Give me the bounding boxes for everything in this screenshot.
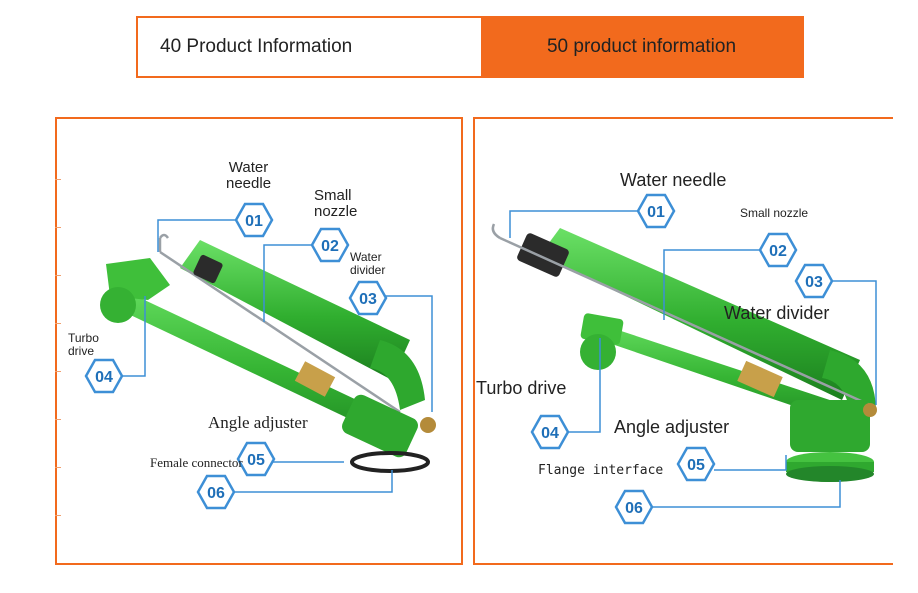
badge-50-02: 02 [758, 232, 798, 268]
label-40-small-nozzle: Small nozzle [314, 187, 358, 220]
label-50-turbo-drive: Turbo drive [476, 378, 567, 398]
sprinkler-50-cap [517, 233, 569, 277]
tab-40-label: 40 Product Information [160, 36, 353, 57]
badge-40-03: 03 [348, 280, 388, 316]
leader-lines-50 [509, 210, 877, 508]
badge-50-03: 03 [794, 263, 834, 299]
sprinkler-40-barrel [180, 240, 410, 380]
label-50-small-nozzle: Small nozzle [740, 206, 809, 220]
badge-50-05: 05 [676, 446, 716, 482]
leader-lines-40 [104, 219, 433, 493]
badge-40-06-number: 06 [207, 485, 225, 502]
sprinkler-40-elbow [370, 340, 425, 410]
product-tab-bar: 40 Product Information 50 product inform… [136, 16, 804, 78]
sprinkler-50-brass-part [737, 360, 783, 398]
badge-50-05-number: 05 [687, 457, 705, 474]
badge-50-06: 06 [614, 489, 654, 525]
badge-50-06-number: 06 [625, 500, 643, 517]
badge-40-02-number: 02 [321, 238, 339, 255]
badge-40-06: 06 [196, 474, 236, 510]
label-50-water-needle: Water needle [620, 170, 727, 190]
sprinkler-50-illustration [491, 223, 877, 482]
tab-40-product-information[interactable]: 40 Product Information [138, 18, 481, 76]
sprinkler-40-illustration [100, 233, 436, 473]
label-40-angle-adjuster: Angle adjuster [208, 413, 308, 432]
panel-50-diagram [473, 117, 893, 565]
sprinkler-50-needle-rod [499, 236, 871, 407]
badge-50-01-number: 01 [647, 204, 665, 221]
badge-50-02-number: 02 [769, 243, 787, 260]
label-50-angle-adjuster: Angle adjuster [614, 417, 730, 437]
tab-50-product-information[interactable]: 50 product information [481, 18, 802, 76]
label-50-water-divider: Water divider [724, 303, 830, 323]
label-50-flange-interface: Flange interface [538, 463, 664, 478]
sprinkler-40-lower-arm [120, 296, 410, 442]
badge-50-03-number: 03 [805, 274, 823, 291]
badge-40-05: 05 [236, 441, 276, 477]
label-40-water-needle: Water needle [226, 159, 272, 192]
badge-50-01: 01 [636, 193, 676, 229]
sprinkler-40-cap [193, 254, 223, 284]
badge-40-01-number: 01 [245, 213, 263, 230]
badge-40-01: 01 [234, 202, 274, 238]
badge-50-04: 04 [530, 414, 570, 450]
sprinkler-50-barrel [540, 228, 860, 400]
badge-50-04-number: 04 [541, 425, 559, 442]
label-40-water-divider: Water divider [350, 250, 386, 277]
label-40-female-connector: Female connector [150, 455, 243, 470]
sprinkler-50-base [790, 400, 870, 452]
sprinkler-40-needle-rod [159, 250, 401, 414]
sprinkler-40-connector-ring [350, 451, 430, 473]
badge-40-04-number: 04 [95, 369, 113, 386]
badge-40-03-number: 03 [359, 291, 377, 308]
tab-50-label: 50 product information [546, 36, 737, 57]
badge-40-02: 02 [310, 227, 350, 263]
sprinkler-40-base [342, 394, 418, 458]
sprinkler-40-brass-part [294, 361, 336, 397]
badge-40-04: 04 [84, 358, 124, 394]
badge-40-05-number: 05 [247, 452, 265, 469]
label-40-turbo-drive: Turbo drive [68, 331, 99, 358]
